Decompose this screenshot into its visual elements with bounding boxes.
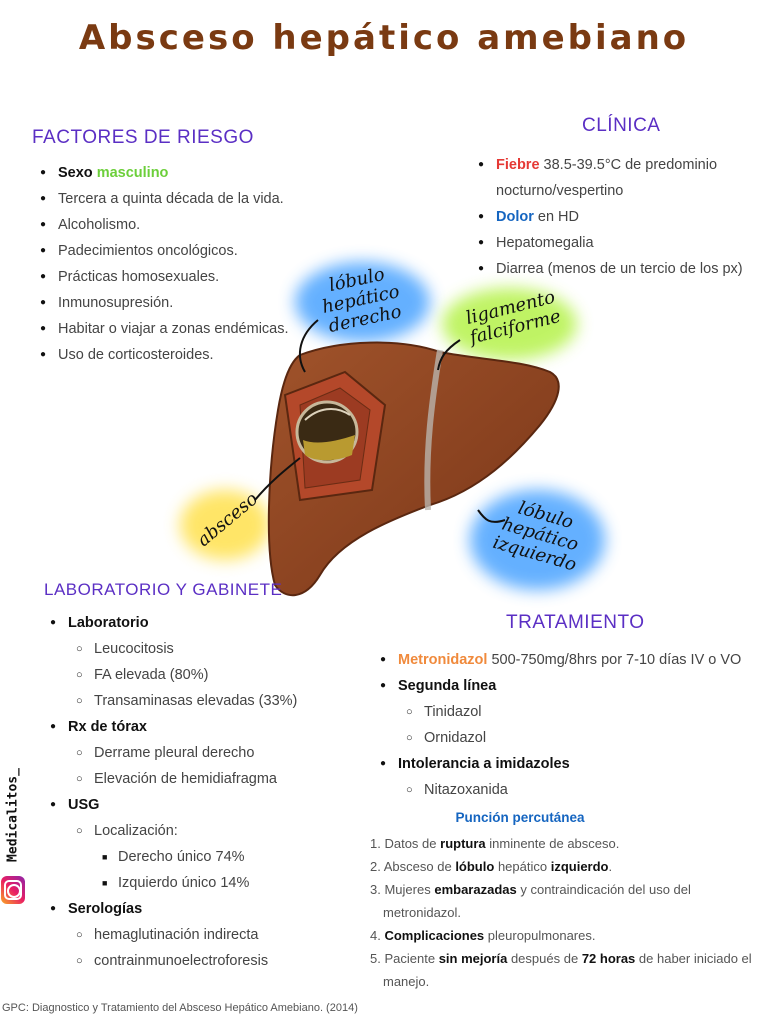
footer-citation: GPC: Diagnostico y Tratamiento del Absce…	[2, 1002, 358, 1014]
list-item: 3. Mujeres embarazadas y contraindicació…	[370, 882, 691, 920]
list-item: Uso de corticosteroides.	[36, 342, 326, 368]
list-item: 2. Absceso de lóbulo hepático izquierdo.	[370, 859, 613, 874]
list-item: Diarrea (menos de un tercio de los px)	[474, 256, 764, 282]
list-item: Habitar o viajar a zonas endémicas.	[36, 316, 326, 342]
list-item: Rx de tórax Derrame pleural derecho Elev…	[46, 714, 346, 792]
lab-heading: LABORATORIO Y GABINETE	[44, 580, 283, 599]
blue-highlight	[295, 262, 430, 342]
treatment-heading: TRATAMIENTO	[506, 612, 645, 633]
list-item: Sexo masculino	[36, 160, 326, 186]
list-item: Laboratorio Leucocitosis FA elevada (80%…	[46, 610, 346, 714]
list-item: Segunda línea Tinidazol Ornidazol	[376, 673, 766, 751]
risk-list: Sexo masculino Tercera a quinta década d…	[36, 160, 326, 368]
puncture-list: 1. Datos de ruptura inminente de absceso…	[370, 832, 762, 993]
puncture-heading: Punción percutánea	[455, 810, 585, 825]
list-item: Metronidazol 500-750mg/8hrs por 7-10 día…	[376, 647, 766, 673]
list-item: Intolerancia a imidazoles Nitazoxanida	[376, 751, 766, 803]
list-item: 4. Complicaciones pleuropulmonares.	[370, 928, 596, 943]
yellow-highlight	[180, 490, 270, 560]
masculino-text: masculino	[96, 165, 169, 181]
ligament-line	[424, 349, 443, 511]
green-highlight	[442, 288, 577, 360]
treatment-section: Metronidazol 500-750mg/8hrs por 7-10 día…	[376, 647, 766, 803]
clinic-list: Fiebre 38.5-39.5°C de predominionocturno…	[474, 152, 764, 282]
list-item: Hepatomegalia	[474, 230, 764, 256]
list-item: Padecimientos oncológicos.	[36, 238, 326, 264]
list-item: 5. Paciente sin mejoría después de 72 ho…	[370, 951, 752, 989]
list-item: Inmunosupresión.	[36, 290, 326, 316]
instagram-icon[interactable]	[1, 876, 25, 904]
list-item: 1. Datos de ruptura inminente de absceso…	[370, 836, 620, 851]
page-title: Absceso hepático amebiano	[78, 18, 690, 58]
list-item: Tercera a quinta década de la vida.	[36, 186, 326, 212]
list-item: Dolor en HD	[474, 204, 764, 230]
list-item: USG Localización: Derecho único 74% Izqu…	[46, 792, 346, 896]
list-item: Fiebre 38.5-39.5°C de predominionocturno…	[474, 152, 764, 204]
clinic-heading: CLÍNICA	[582, 115, 661, 136]
list-item: Alcoholismo.	[36, 212, 326, 238]
brand-handle: Medicalitos_	[5, 768, 21, 862]
lab-section: Laboratorio Leucocitosis FA elevada (80%…	[46, 610, 346, 974]
list-item: Serologías hemaglutinación indirecta con…	[46, 896, 346, 974]
list-item: Prácticas homosexuales.	[36, 264, 326, 290]
risk-heading: FACTORES DE RIESGO	[32, 127, 254, 148]
blue-highlight	[470, 490, 605, 590]
